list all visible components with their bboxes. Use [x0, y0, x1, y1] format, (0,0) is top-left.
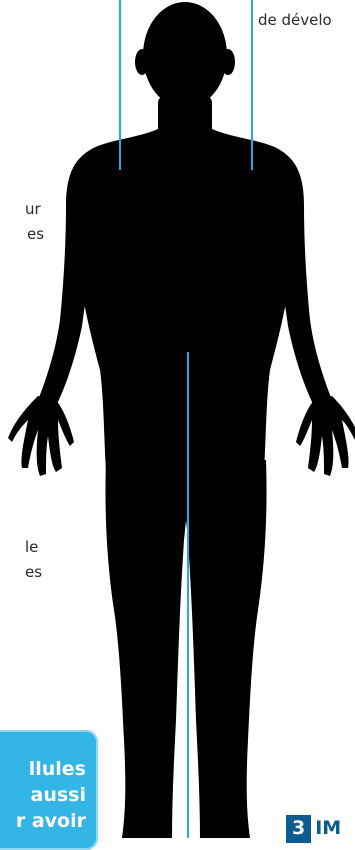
- hand-left-shape: [8, 396, 74, 476]
- callout-line-2: aussi: [31, 786, 86, 805]
- hand-right-shape: [296, 396, 355, 476]
- section-title: IM: [311, 815, 341, 839]
- callout-line-1: llules: [29, 760, 86, 779]
- human-body-silhouette-icon: [8, 2, 355, 838]
- legs-shape: [105, 460, 266, 838]
- ear-left-shape: [135, 49, 149, 75]
- head-shape: [143, 2, 227, 108]
- arm-right-shape: [274, 150, 332, 406]
- callout-box: llules aussi r avoir: [0, 730, 98, 850]
- arm-left-shape: [38, 150, 96, 406]
- callout-line-3: r avoir: [16, 812, 86, 831]
- section-number-badge: 3: [286, 815, 311, 843]
- ear-right-shape: [221, 49, 235, 75]
- torso-shape: [71, 128, 298, 470]
